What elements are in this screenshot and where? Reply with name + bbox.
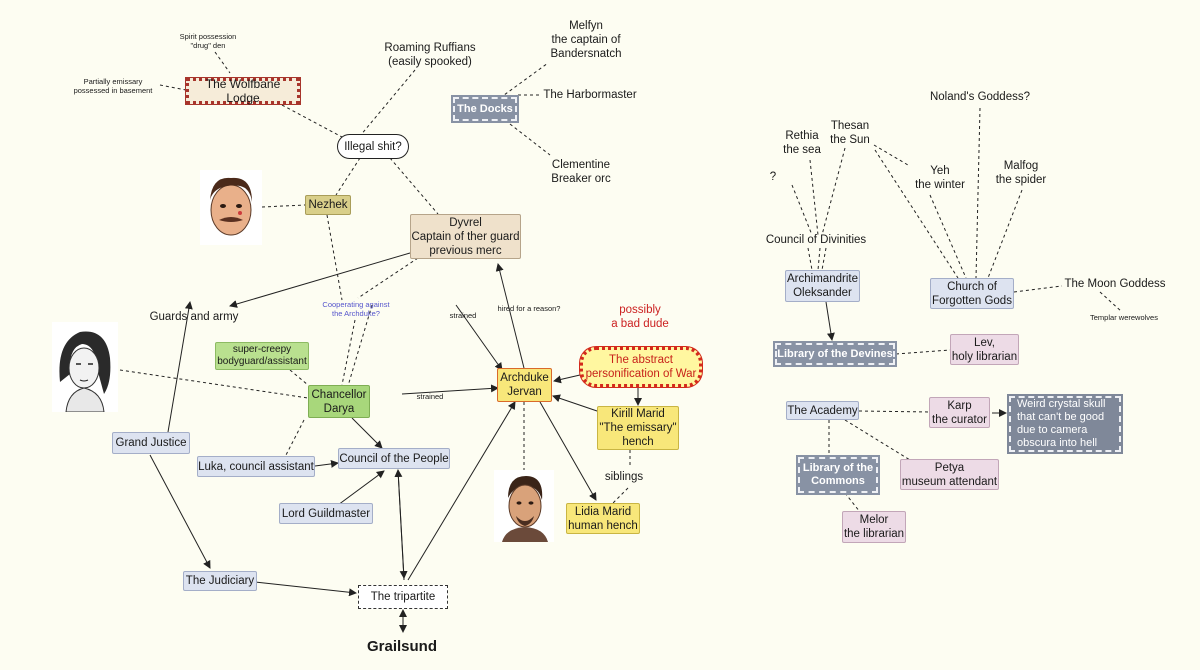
- academy-node[interactable]: The Academy: [786, 401, 859, 420]
- nolands-goddess-label: Noland's Goddess?: [929, 91, 1030, 103]
- council-divinities-label: Council of Divinities: [765, 234, 867, 246]
- hired-label: hired for a reason?: [497, 303, 561, 313]
- grailsund-title: Grailsund: [366, 638, 437, 655]
- melfyn-label: Melfyn the captain of Bandersnatch: [550, 20, 622, 60]
- the-docks-node[interactable]: The Docks: [451, 95, 519, 123]
- siblings-label: siblings: [604, 471, 644, 483]
- harbormaster-label: The Harbormaster: [543, 89, 637, 101]
- moon-goddess-label: The Moon Goddess: [1064, 278, 1166, 290]
- luka-node[interactable]: Luka, council assistant: [197, 456, 315, 477]
- lord-guildmaster-node[interactable]: Lord Guildmaster: [279, 503, 373, 524]
- crystal-skull-node[interactable]: Weird crystal skull that can't be good d…: [1007, 394, 1123, 454]
- archduke-portrait: [494, 470, 554, 542]
- library-devines-node[interactable]: Library of the Devines: [773, 341, 897, 367]
- illegal-shit-node[interactable]: Illegal shit?: [337, 134, 409, 159]
- spirit-den-label: Spirit possession "drug" den: [179, 31, 237, 51]
- rethia-label: Rethia the sea: [783, 130, 821, 156]
- karp-node[interactable]: Karp the curator: [929, 397, 990, 428]
- church-forgotten-node[interactable]: Church of Forgotten Gods: [930, 278, 1014, 309]
- council-people-node[interactable]: Council of the People: [338, 448, 450, 469]
- possibly-bad-label: possibly a bad dude: [611, 304, 669, 330]
- petya-node[interactable]: Petya museum attendant: [900, 459, 999, 490]
- chancellor-portrait: [52, 322, 118, 412]
- archimandrite-node[interactable]: Archimandrite Oleksander: [785, 270, 860, 302]
- judiciary-node[interactable]: The Judiciary: [183, 571, 257, 591]
- templar-label: Templar werewolves: [1090, 312, 1158, 322]
- tripartite-node[interactable]: The tripartite: [358, 585, 448, 609]
- dyvrel-node[interactable]: Dyvrel Captain of ther guard previous me…: [410, 214, 521, 259]
- roaming-ruffians-label: Roaming Ruffians (easily spooked): [384, 42, 476, 68]
- chancellor-node[interactable]: Chancellor Darya: [308, 385, 370, 418]
- guards-army-label: Guards and army: [149, 311, 239, 323]
- lidia-node[interactable]: Lidia Marid human hench: [566, 503, 640, 534]
- malfog-label: Malfog the spider: [995, 160, 1047, 186]
- partially-emissary-label: Partially emissary possessed in basement: [73, 76, 153, 96]
- grand-justice-node[interactable]: Grand Justice: [112, 432, 190, 454]
- thesan-label: Thesan the Sun: [830, 120, 870, 146]
- library-commons-node[interactable]: Library of the Commons: [796, 455, 880, 495]
- nezhek-portrait: [200, 170, 262, 245]
- archduke-node[interactable]: Archduke Jervan: [497, 368, 552, 402]
- strained-label-2: strained: [416, 391, 444, 401]
- melor-node[interactable]: Melor the librarian: [842, 511, 906, 543]
- cooperating-label: Cooperating against the Archduke?: [322, 299, 390, 319]
- question-label: ?: [769, 171, 777, 183]
- super-creepy-node[interactable]: super-creepy bodyguard/assistant: [215, 342, 309, 370]
- strained-label-1: strained: [449, 310, 477, 320]
- kirill-node[interactable]: Kirill Marid "The emissary" hench: [597, 406, 679, 450]
- lev-node[interactable]: Lev, holy librarian: [950, 334, 1019, 365]
- clementine-label: Clementine Breaker orc: [551, 159, 611, 185]
- wolfbane-lodge-node[interactable]: The Wolfbane Lodge: [186, 77, 300, 105]
- nezhek-node[interactable]: Nezhek: [305, 195, 351, 215]
- abstract-war-node[interactable]: The abstract personification of War: [580, 347, 702, 387]
- yeh-label: Yeh the winter: [915, 165, 965, 191]
